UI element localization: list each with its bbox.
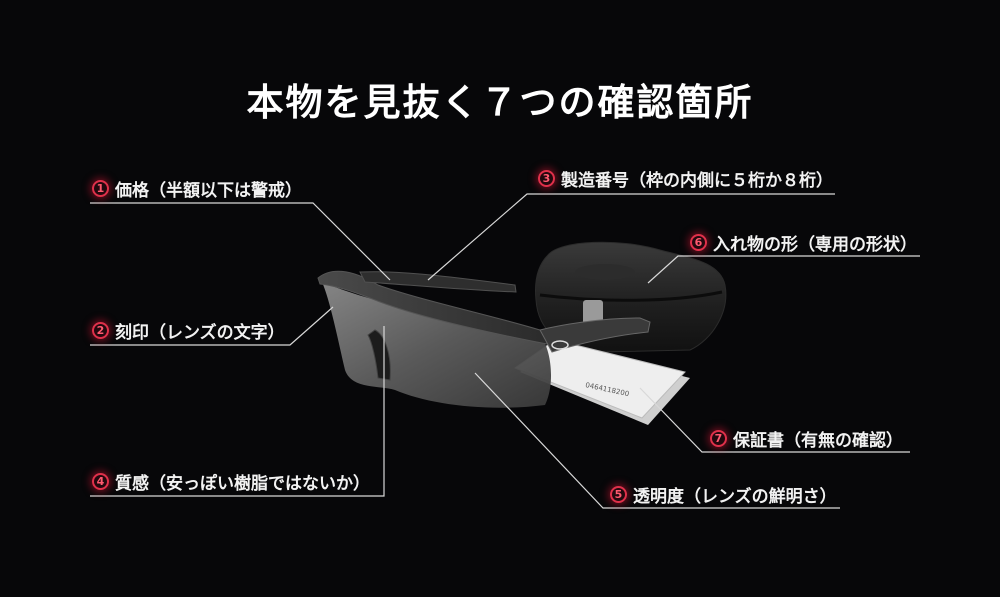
callout-text: 質感（安っぽい樹脂ではないか）: [115, 474, 370, 494]
callout-warranty: 7 保証書（有無の確認）: [710, 426, 903, 451]
callout-text: 刻印（レンズの文字）: [115, 323, 285, 343]
sunglasses: [317, 270, 651, 408]
leader-line-7: [639, 387, 910, 453]
callout-price: 1 価格（半額以下は警戒）: [92, 176, 302, 201]
callout-text: 入れ物の形（専用の形状）: [713, 235, 917, 255]
page-title: 本物を見抜く７つの確認箇所: [246, 81, 754, 124]
callout-text: 透明度（レンズの鮮明さ）: [633, 487, 837, 507]
callout-text: 価格（半額以下は警戒）: [115, 181, 302, 201]
warranty-card: 0464118200: [513, 339, 690, 425]
callout-serial-number: 3 製造番号（枠の内側に５桁か８桁）: [538, 166, 833, 191]
callout-transparency: 5 透明度（レンズの鮮明さ）: [610, 482, 837, 507]
number-badge-icon: 7: [710, 430, 727, 447]
leader-line-1: [90, 202, 391, 281]
leader-line-5: [474, 372, 840, 509]
leader-line-3: [427, 193, 835, 281]
number-badge-icon: 2: [92, 322, 109, 339]
leader-line-4: [90, 326, 385, 497]
number-badge-icon: 5: [610, 486, 627, 503]
callout-engraving: 2 刻印（レンズの文字）: [92, 318, 285, 343]
number-badge-icon: 3: [538, 170, 555, 187]
callout-text: 保証書（有無の確認）: [733, 431, 903, 451]
leader-line-6: [647, 255, 920, 284]
number-badge-icon: 6: [690, 234, 707, 251]
leader-lines: [90, 193, 920, 509]
callout-text: 製造番号（枠の内側に５桁か８桁）: [561, 171, 833, 191]
leader-line-2: [90, 306, 334, 346]
number-badge-icon: 4: [92, 473, 109, 490]
callout-texture: 4 質感（安っぽい樹脂ではないか）: [92, 469, 370, 494]
number-badge-icon: 1: [92, 180, 109, 197]
callout-case-shape: 6 入れ物の形（専用の形状）: [690, 230, 917, 255]
